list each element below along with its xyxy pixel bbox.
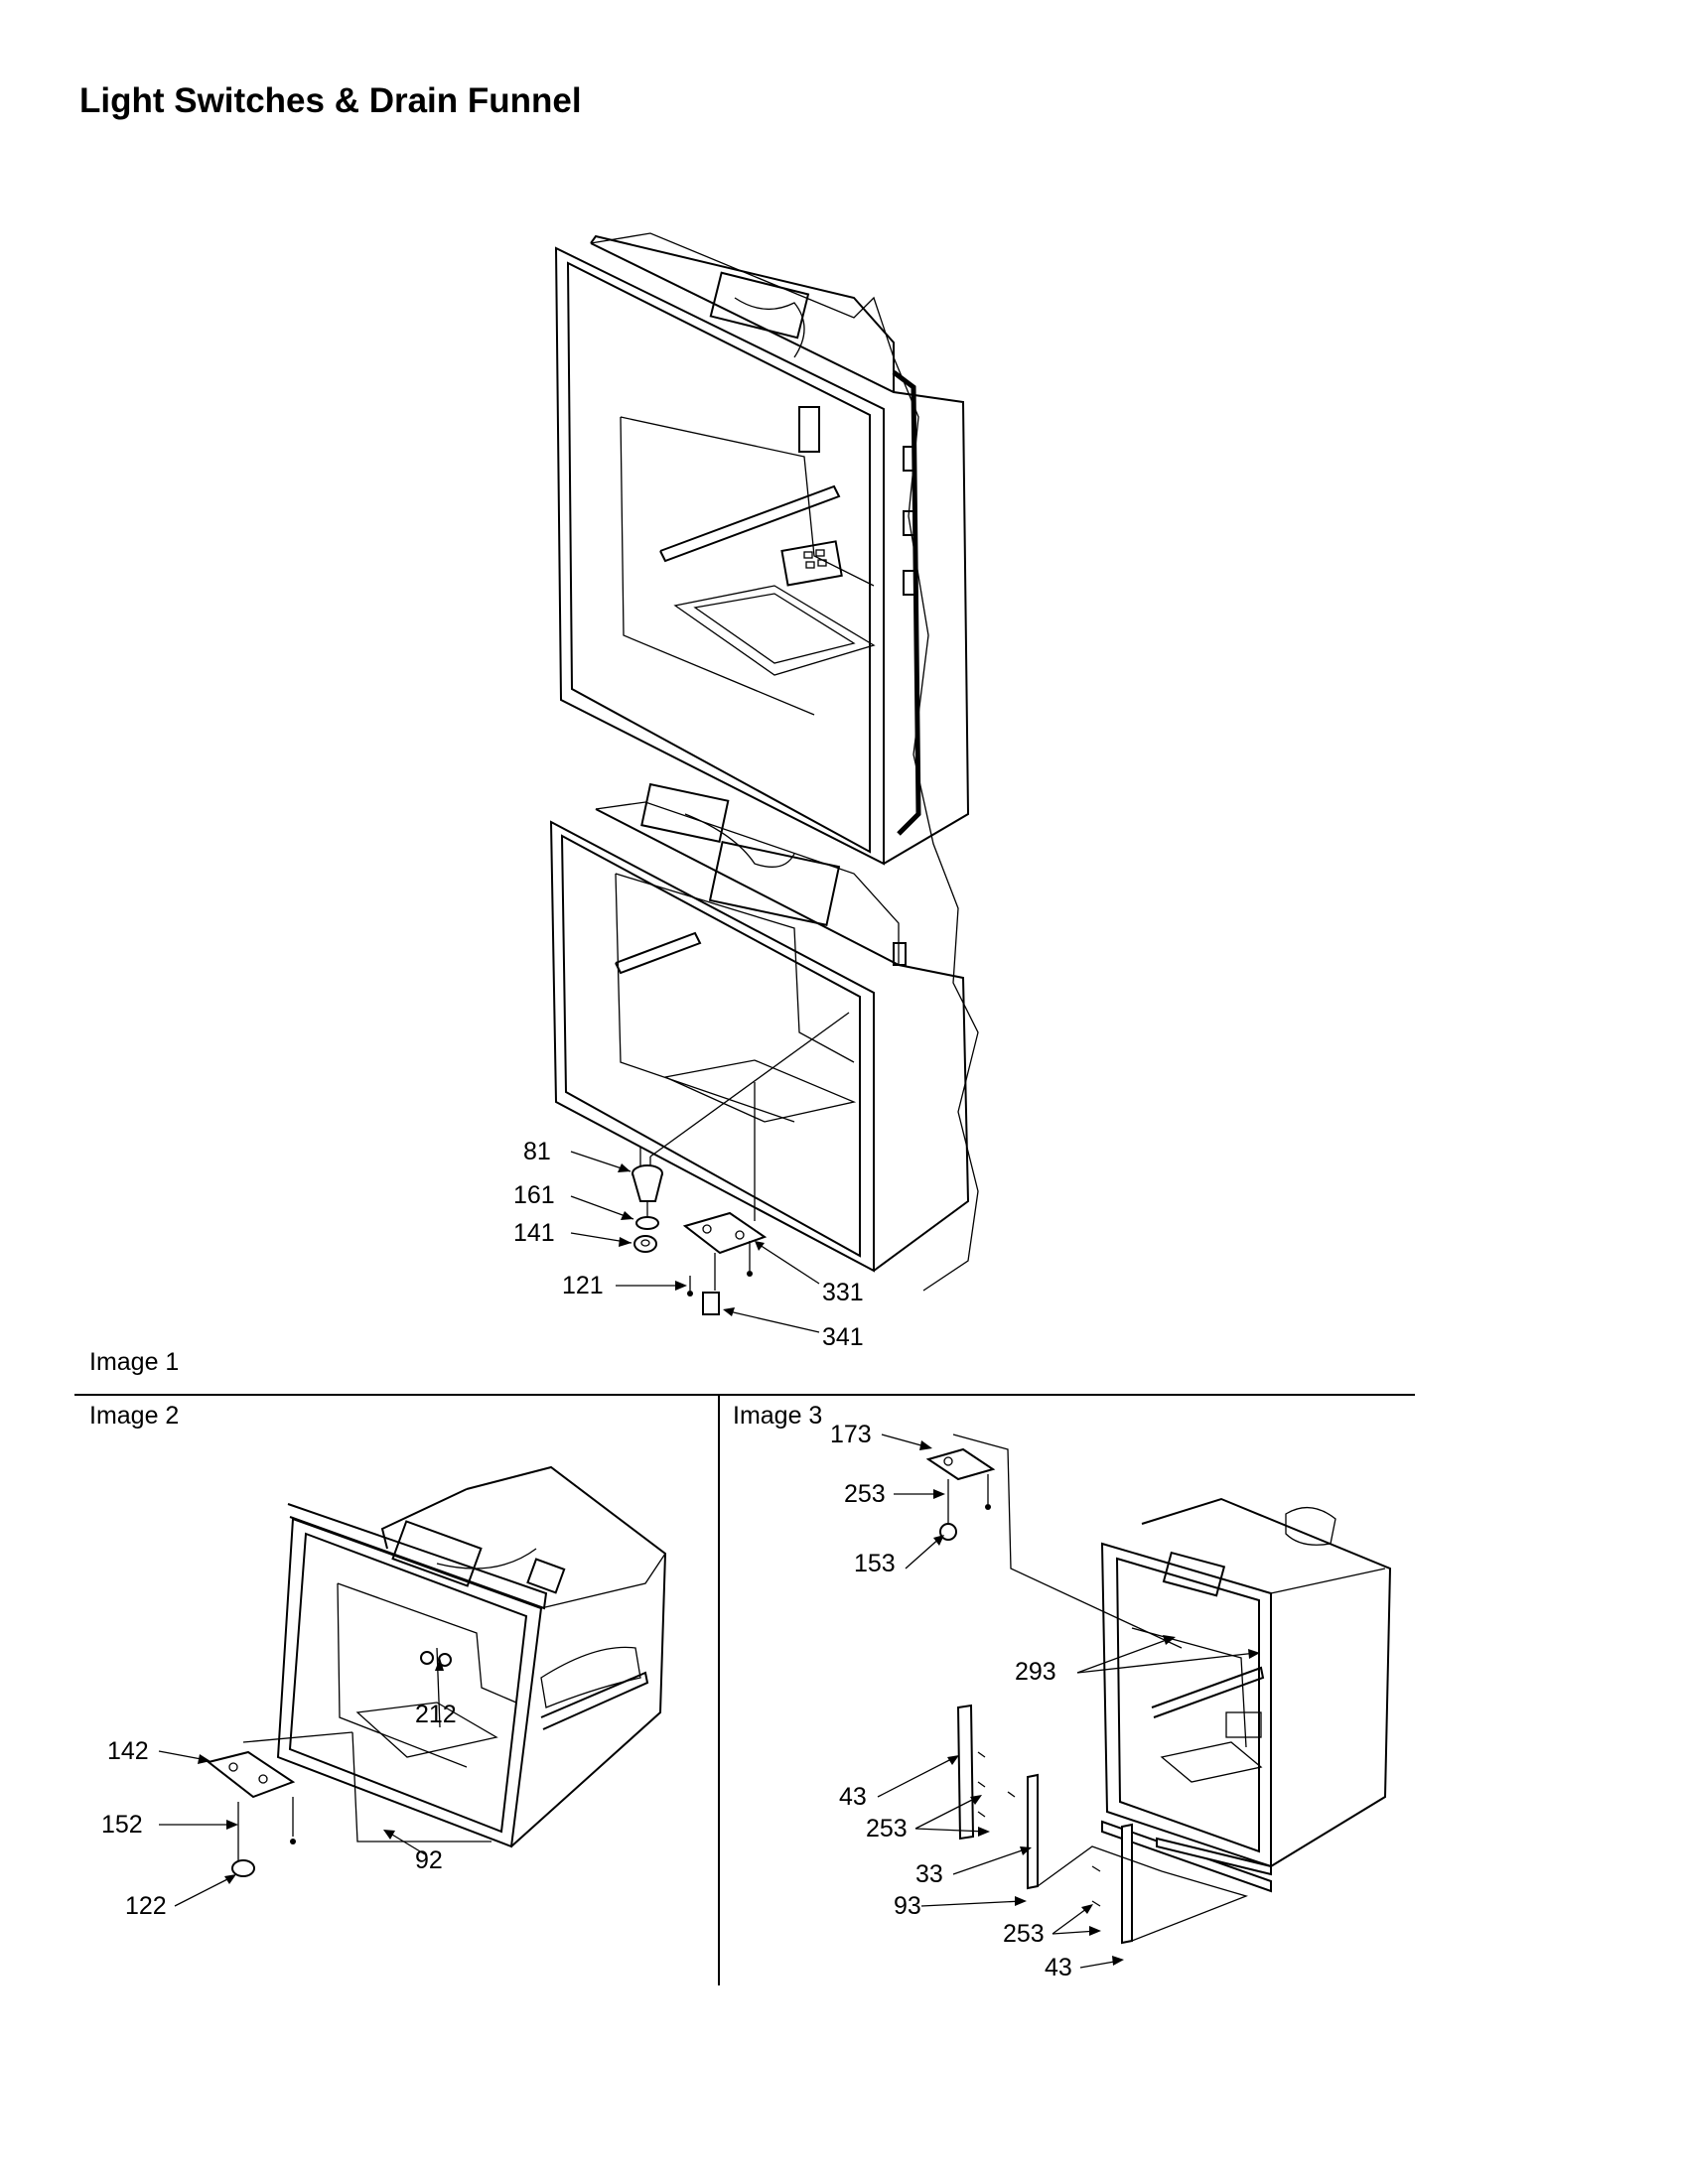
image2-drawing [158,1465,667,1907]
callout-92: 92 [415,1846,443,1874]
callout-212: 212 [415,1701,457,1728]
callout-253-a: 253 [844,1480,886,1508]
drain-funnel-parts [632,1164,663,1253]
callout-293: 293 [1015,1658,1056,1686]
lower-liner-drawing [549,782,970,1273]
callout-81: 81 [523,1138,551,1165]
image2-label: Image 2 [89,1402,180,1430]
callout-161: 161 [513,1181,555,1209]
callout-43-a: 43 [839,1783,867,1811]
callout-33: 33 [915,1860,943,1888]
callout-253-b: 253 [866,1815,908,1843]
callout-331: 331 [822,1279,864,1306]
callout-341: 341 [822,1323,864,1351]
upper-liner-drawing [554,232,979,1292]
light-switch-parts [682,1211,768,1315]
callout-93: 93 [894,1892,921,1920]
page-title: Light Switches & Drain Funnel [79,81,582,120]
callout-153: 153 [854,1550,896,1577]
callout-121: 121 [562,1272,604,1299]
callout-43-b: 43 [1045,1954,1072,1981]
callout-253-c: 253 [1003,1920,1045,1948]
callout-173: 173 [830,1421,872,1448]
callout-142: 142 [107,1737,149,1765]
image3-label: Image 3 [733,1402,823,1430]
image1-leader-lines [570,1151,820,1333]
image3-drawing [877,1433,1392,1969]
callout-122: 122 [125,1892,167,1920]
image1-label: Image 1 [89,1348,180,1376]
callout-141: 141 [513,1219,555,1247]
callout-152: 152 [101,1811,143,1839]
